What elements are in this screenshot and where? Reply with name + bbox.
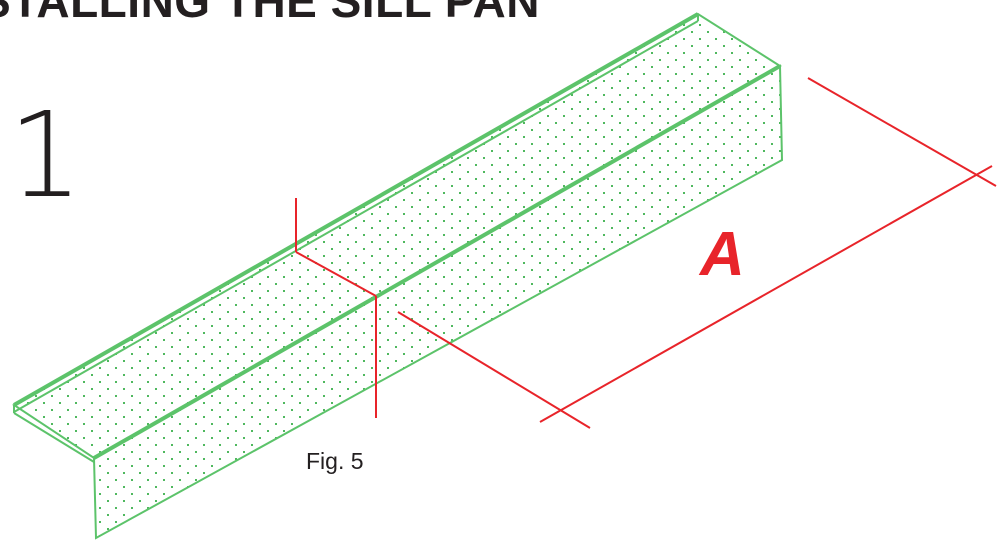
extension-line-right: [807, 77, 997, 187]
extension-line-left: [397, 311, 591, 429]
sill-pan-left-end: [13, 412, 95, 463]
dimension-line-a: [539, 165, 993, 423]
sill-pan-top-face: [12, 12, 782, 460]
page-title: STALLING THE SILL PAN: [0, 0, 540, 27]
dimension-lines: [295, 77, 997, 429]
dimension-label-a: A: [700, 220, 745, 289]
sill-pan-back-lip: [13, 12, 699, 413]
figure-caption: Fig. 5: [306, 448, 364, 474]
step-number: 1: [8, 86, 84, 224]
measure-diagonal-cross: [295, 251, 377, 297]
sill-pan-bend-line: [93, 64, 781, 460]
